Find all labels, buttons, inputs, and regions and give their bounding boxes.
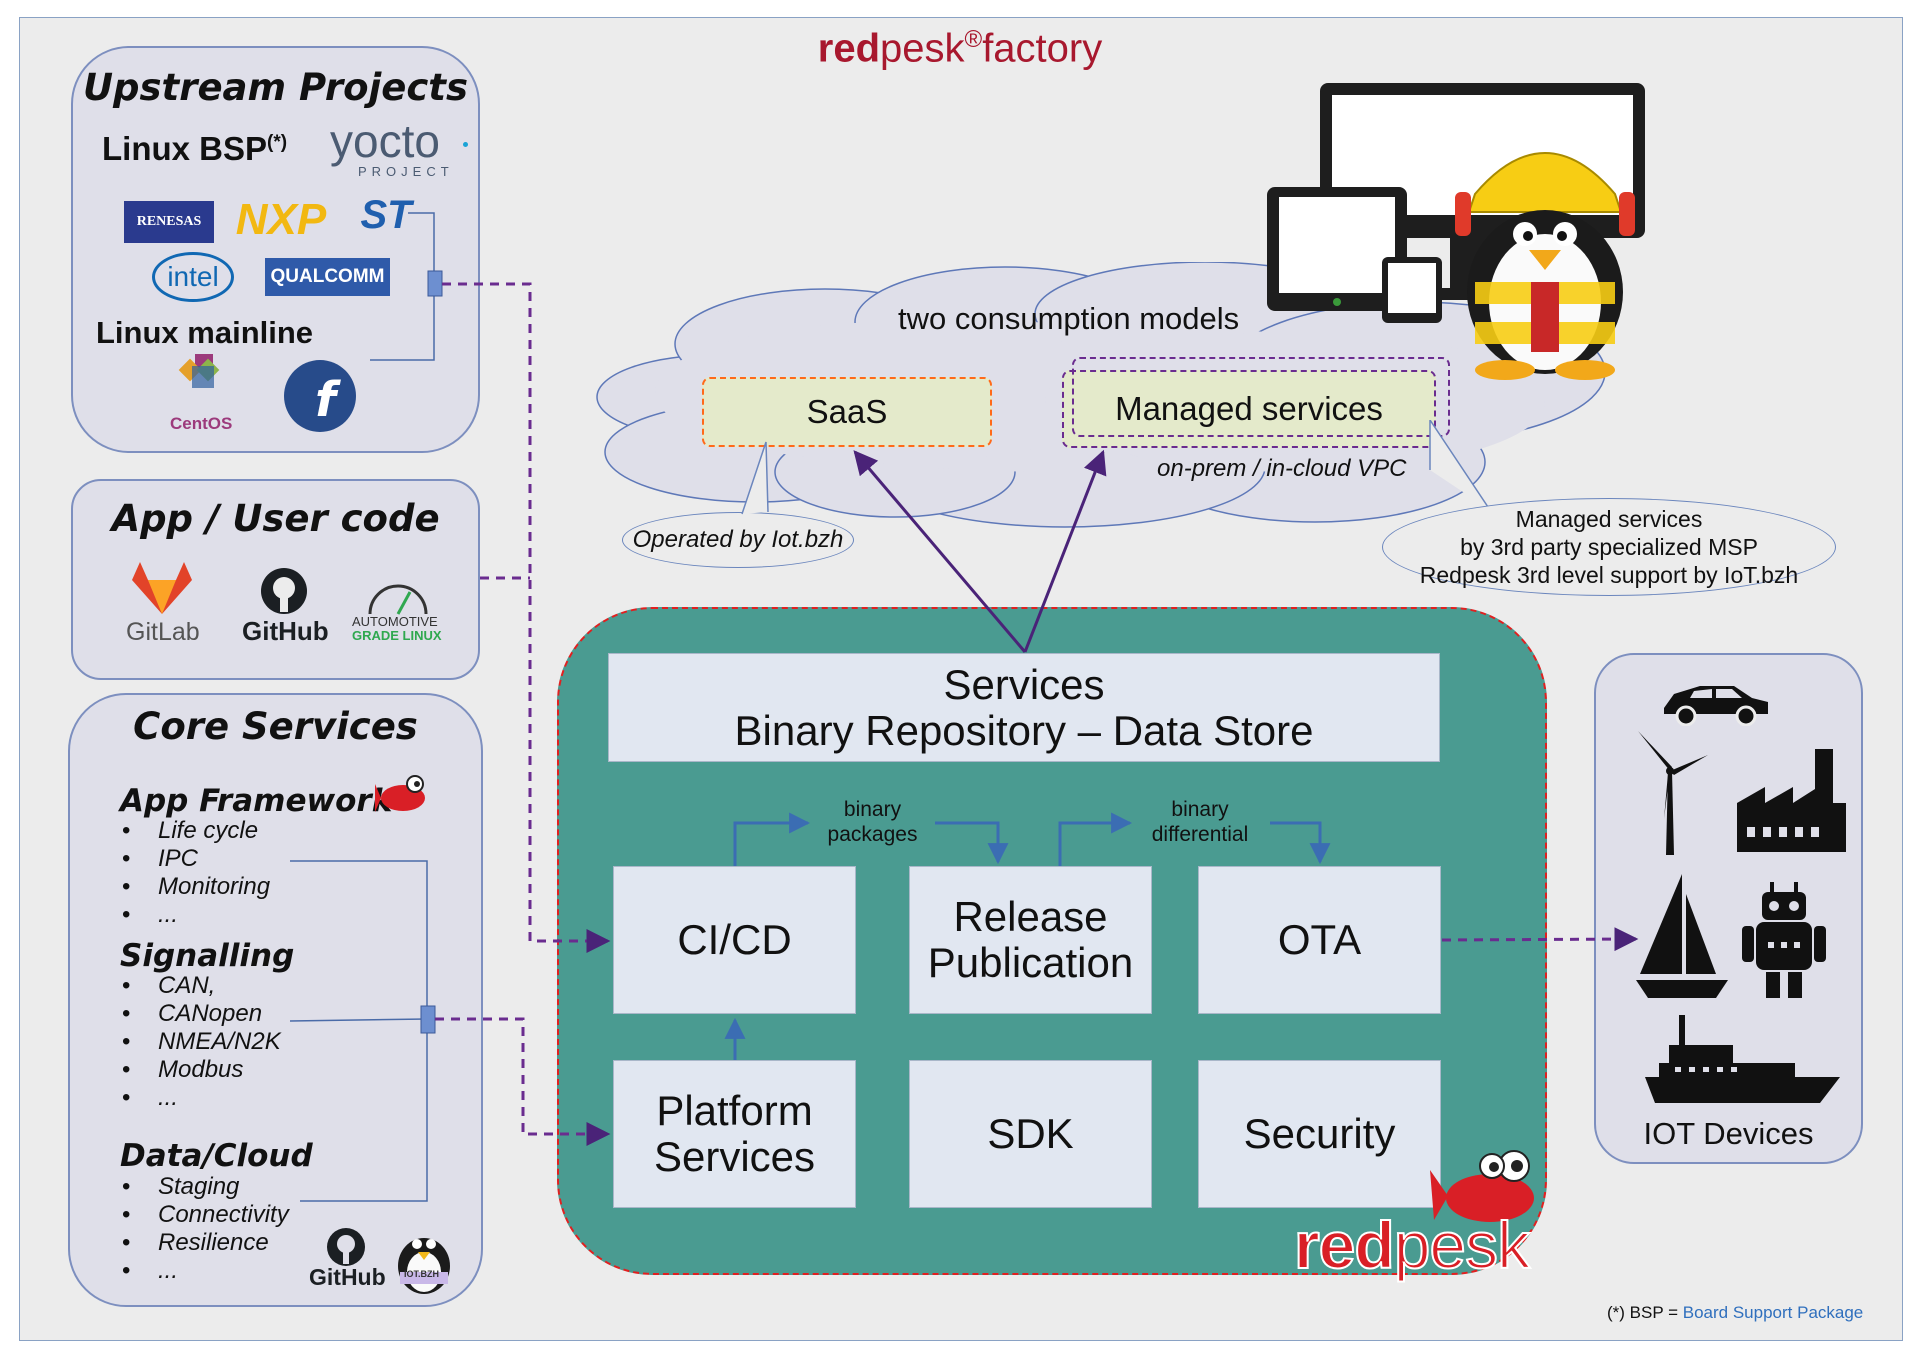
centos-label: CentOS bbox=[170, 414, 233, 433]
st-logo: ST bbox=[360, 192, 412, 237]
list-item: Monitoring bbox=[120, 873, 270, 901]
ota-box: OTA bbox=[1198, 866, 1441, 1014]
managed-services-box-shadow bbox=[1072, 357, 1450, 437]
data-cloud-title: Data/Cloud bbox=[120, 1138, 313, 1174]
robot-icon bbox=[1742, 882, 1826, 998]
list-item: ... bbox=[120, 1084, 281, 1112]
gitlab-label: GitLab bbox=[126, 618, 200, 646]
list-item: NMEA/N2K bbox=[120, 1028, 281, 1056]
centos-logo bbox=[178, 354, 220, 388]
tablet-icon bbox=[1267, 187, 1407, 311]
linux-mainline-label: Linux mainline bbox=[96, 315, 314, 350]
list-item: Resilience bbox=[120, 1229, 289, 1257]
board-support-package-link[interactable]: Board Support Package bbox=[1682, 1303, 1864, 1322]
ship-icon bbox=[1645, 1015, 1840, 1103]
security-box: Security bbox=[1198, 1060, 1441, 1208]
gitlab-icon bbox=[132, 562, 192, 614]
list-item: IPC bbox=[120, 845, 270, 873]
qualcomm-logo: QUALCOMM bbox=[265, 258, 390, 296]
cicd-box: CI/CD bbox=[613, 866, 856, 1014]
list-item: ... bbox=[120, 1257, 289, 1285]
signalling-title: Signalling bbox=[120, 938, 295, 974]
app-framework-list: Life cycle IPC Monitoring ... bbox=[120, 817, 270, 929]
sdk-box: SDK bbox=[909, 1060, 1152, 1208]
fish-mascot-large-icon bbox=[1430, 1150, 1534, 1222]
linux-bsp-label: Linux BSP(*) bbox=[102, 130, 288, 167]
iot-devices-label: IOT Devices bbox=[1643, 1116, 1814, 1151]
agl-gauge-icon bbox=[368, 584, 428, 615]
yocto-logo: yocto PROJECT bbox=[330, 118, 470, 180]
operated-by-callout: Operated by Iot.bzh bbox=[622, 512, 854, 568]
bsp-footnote: (*) BSP = Board Support Package bbox=[1607, 1303, 1864, 1322]
intel-logo: intel bbox=[152, 252, 234, 302]
phone-icon bbox=[1382, 257, 1442, 323]
list-item: Connectivity bbox=[120, 1201, 289, 1229]
app-user-code-title: App / User code bbox=[111, 497, 440, 540]
sailboat-icon bbox=[1636, 874, 1728, 998]
centos-mark-icon bbox=[178, 354, 220, 388]
github-small-icon bbox=[327, 1228, 365, 1266]
redpesk-logo: redpesk bbox=[1293, 1207, 1531, 1283]
renesas-logo: RENESAS bbox=[124, 201, 214, 243]
github-icon bbox=[261, 568, 307, 614]
fedora-logo-icon: f bbox=[284, 360, 356, 432]
list-item: CANopen bbox=[120, 1000, 281, 1028]
nxp-logo: NXP bbox=[235, 195, 327, 244]
github-label: GitHub bbox=[242, 616, 329, 646]
diagram-title: redpesk®factory bbox=[817, 26, 1103, 71]
signalling-list: CAN, CANopen NMEA/N2K Modbus ... bbox=[120, 972, 281, 1112]
iotbzh-penguin-icon bbox=[398, 1238, 450, 1294]
list-item: Life cycle bbox=[120, 817, 270, 845]
consumption-models-label: two consumption models bbox=[898, 301, 1240, 336]
list-item: Staging bbox=[120, 1173, 289, 1201]
list-item: ... bbox=[120, 901, 270, 929]
list-item: CAN, bbox=[120, 972, 281, 1000]
core-services-title: Core Services bbox=[133, 705, 418, 748]
upstream-projects-title: Upstream Projects bbox=[82, 66, 469, 109]
iotbzh-badge: IOT.BZH bbox=[404, 1269, 439, 1279]
github-small-label: GitHub bbox=[309, 1264, 386, 1290]
fish-mascot-icon bbox=[375, 775, 425, 812]
penguin-mascot-icon bbox=[1455, 152, 1635, 380]
wind-turbine-icon bbox=[1638, 731, 1708, 855]
list-item: Modbus bbox=[120, 1056, 281, 1084]
onprem-label: on-prem / in-cloud VPC bbox=[1157, 455, 1407, 482]
data-cloud-list: Staging Connectivity Resilience ... bbox=[120, 1173, 289, 1285]
app-framework-title: App Framework bbox=[120, 783, 393, 819]
car-icon bbox=[1664, 686, 1768, 726]
saas-box: SaaS bbox=[702, 377, 992, 447]
callout-tails bbox=[741, 420, 1491, 515]
factory-icon bbox=[1737, 749, 1846, 852]
